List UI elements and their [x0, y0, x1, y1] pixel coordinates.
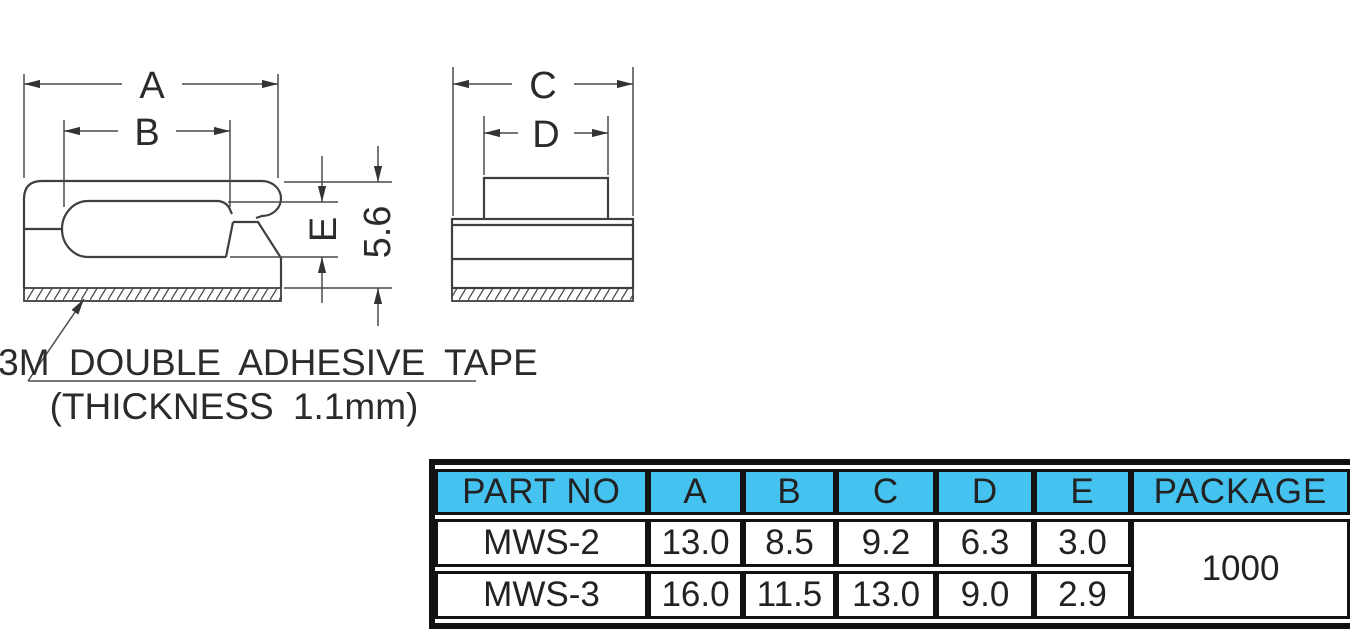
side-view: C D: [450, 65, 635, 302]
dim-c: C: [452, 65, 634, 216]
dim-c-label: C: [529, 65, 556, 107]
cell-e: 3.0: [1034, 519, 1131, 567]
cell-e: 2.9: [1034, 571, 1131, 619]
note-line2: (THICKNESS 1.1mm): [50, 386, 419, 427]
cell-a: 16.0: [648, 571, 743, 619]
dim-b: B: [63, 112, 231, 207]
side-view-top-block: [482, 176, 610, 219]
dim-b-label: B: [134, 112, 159, 154]
cell-c: 9.2: [836, 519, 936, 567]
spec-table: PART NO A B C D E PACKAGE MWS-2 13.0 8.5…: [429, 459, 1350, 629]
table-row-mws-2: MWS-2 13.0 8.5 9.2 6.3 3.0 1000: [435, 519, 1350, 619]
col-header-c: C: [836, 469, 936, 515]
side-view-tape-strip: [451, 287, 634, 302]
dim-e: E: [228, 156, 345, 303]
cell-package-qty: 1000: [1131, 519, 1350, 619]
cell-d: 6.3: [936, 519, 1034, 567]
dim-total-height: 5.6: [284, 146, 399, 326]
front-view: A B E: [22, 65, 399, 326]
col-header-part-no: PART NO: [435, 469, 648, 515]
dim-d-label: D: [532, 114, 559, 156]
front-view-slot: [60, 199, 233, 259]
front-view-ramp: [224, 220, 283, 288]
front-view-tape-strip: [23, 287, 282, 302]
table-row-mws-3: MWS-3 16.0 11.5 13.0 9.0 2.9: [435, 571, 1350, 619]
col-header-a: A: [648, 469, 743, 515]
cell-b: 11.5: [743, 571, 836, 619]
table-header-row: PART NO A B C D E PACKAGE: [435, 469, 1350, 515]
cell-a: 13.0: [648, 519, 743, 567]
cell-part-no: MWS-2: [435, 519, 648, 567]
front-view-outline: [22, 179, 283, 288]
technical-drawing: A B E: [0, 65, 635, 427]
dim-d: D: [483, 114, 609, 175]
dim-total-height-label: 5.6: [357, 206, 399, 259]
cell-d: 9.0: [936, 571, 1034, 619]
col-header-e: E: [1034, 469, 1131, 515]
leader-line: [27, 298, 85, 382]
cell-part-no: MWS-3: [435, 571, 648, 619]
dim-a-label: A: [139, 65, 165, 107]
note-line1: 3M DOUBLE ADHESIVE TAPE: [0, 342, 538, 383]
side-view-base: [450, 217, 635, 290]
col-header-b: B: [743, 469, 836, 515]
dim-e-label: E: [303, 217, 345, 242]
dim-a: A: [23, 65, 279, 178]
tape-note: 3M DOUBLE ADHESIVE TAPE (THICKNESS 1.1mm…: [0, 298, 538, 427]
col-header-package: PACKAGE: [1131, 469, 1350, 515]
cell-b: 8.5: [743, 519, 836, 567]
col-header-d: D: [936, 469, 1034, 515]
cell-c: 13.0: [836, 571, 936, 619]
